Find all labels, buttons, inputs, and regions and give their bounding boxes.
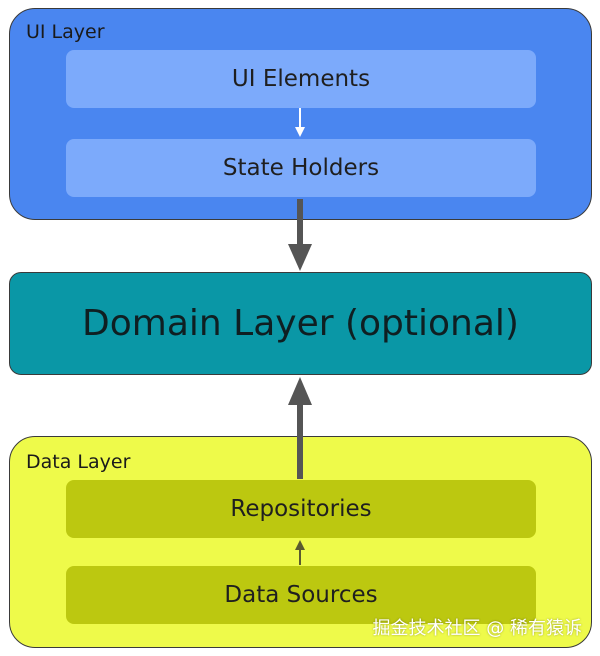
repositories-box: Repositories	[66, 480, 536, 538]
ui-layer-label: UI Layer	[26, 21, 105, 43]
data-sources-box: Data Sources	[66, 566, 536, 624]
state-holders-box: State Holders	[66, 139, 536, 197]
data-layer-label: Data Layer	[26, 451, 131, 473]
watermark-text: 掘金技术社区 @ 稀有猿诉	[372, 618, 582, 639]
ui-elements-box: UI Elements	[66, 50, 536, 108]
domain-layer-container	[9, 272, 592, 375]
domain-layer-label: Domain Layer (optional)	[82, 303, 519, 344]
